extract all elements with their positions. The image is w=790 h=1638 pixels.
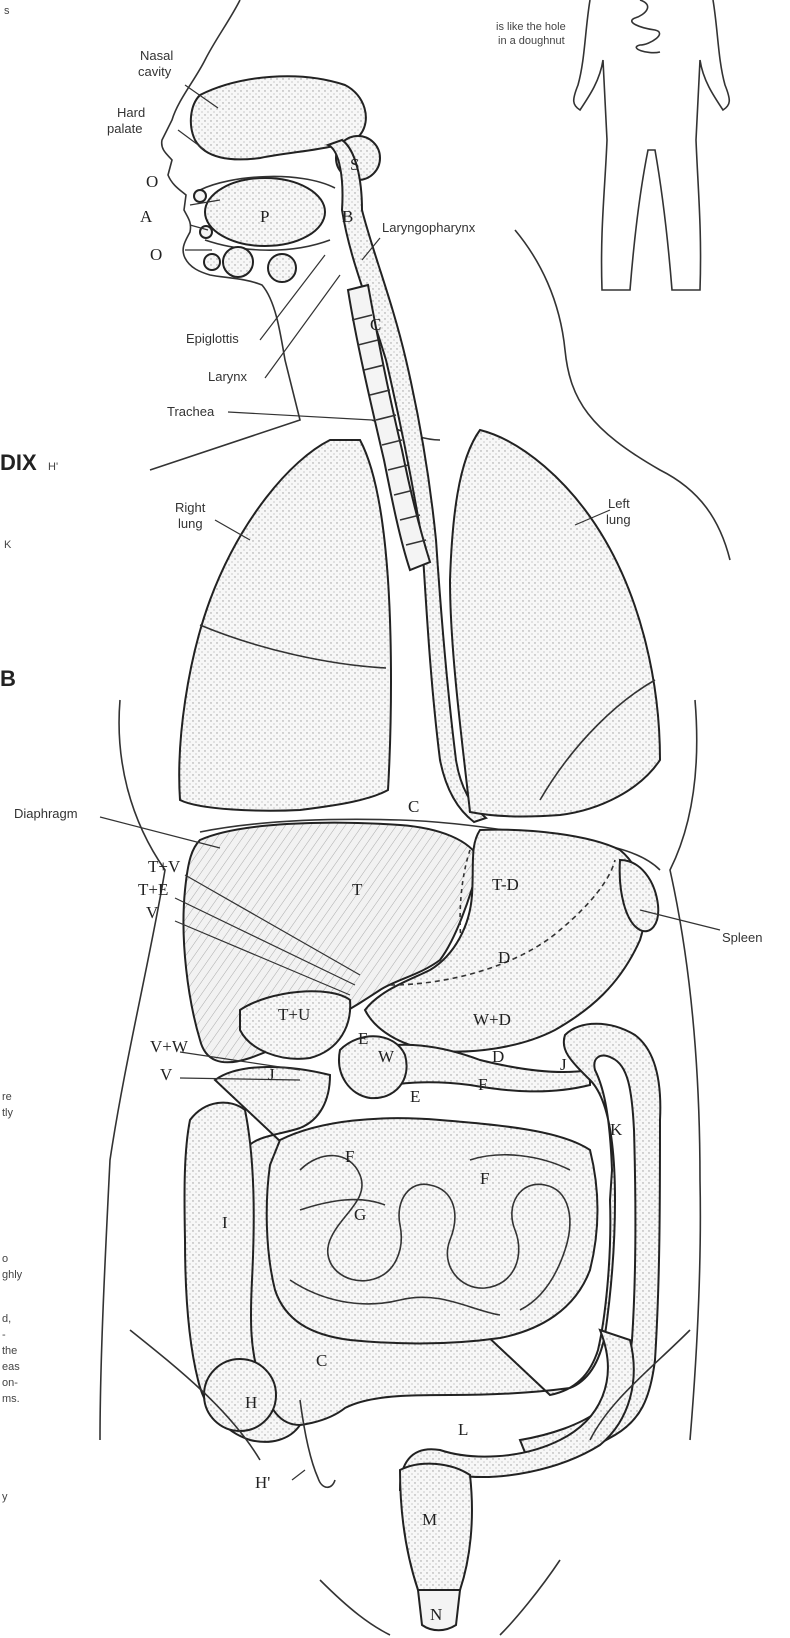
label-left-lung-1: Left <box>608 496 630 511</box>
fragment-h-prime: H' <box>48 461 58 473</box>
letter-p: P <box>260 207 269 226</box>
letter-d-lower: D <box>492 1047 504 1066</box>
label-laryngopharynx: Laryngopharynx <box>382 220 476 235</box>
letter-v-left: V <box>160 1065 173 1084</box>
letter-f-top: F <box>478 1075 487 1094</box>
label-epiglottis: Epiglottis <box>186 331 239 346</box>
label-hard-palate-1: Hard <box>117 105 145 120</box>
fragment-y: y <box>2 1491 8 1503</box>
label-spleen: Spleen <box>722 930 762 945</box>
fragment-ms: ms. <box>2 1393 20 1405</box>
letter-g: G <box>354 1205 366 1224</box>
small-intestine-shape <box>267 1118 598 1343</box>
letter-c-esophagus: C <box>370 315 381 334</box>
fragment-ghly: ghly <box>2 1269 23 1281</box>
fragment-re: re <box>2 1091 12 1103</box>
letter-k: K <box>610 1120 623 1139</box>
body-silhouette <box>574 0 730 290</box>
letter-t-e: T+E <box>138 880 168 899</box>
caption-line-1: is like the hole <box>496 21 566 33</box>
left-lung-shape <box>450 430 660 816</box>
letter-w: W <box>378 1047 395 1066</box>
fragment-the: the <box>2 1345 17 1357</box>
letter-f-left: F <box>345 1147 354 1166</box>
letter-i: I <box>222 1213 228 1232</box>
letter-h-prime: H' <box>255 1473 270 1492</box>
gallbladder-shape <box>240 991 350 1058</box>
letter-o-bottom: O <box>150 245 162 264</box>
letter-w-d: W+D <box>473 1010 511 1029</box>
cecum-shape <box>204 1359 276 1431</box>
fragment-d: d, <box>2 1313 11 1325</box>
letter-e-center: E <box>358 1029 368 1048</box>
letter-h: H <box>245 1393 257 1412</box>
label-trachea: Trachea <box>167 404 215 419</box>
letter-a: A <box>140 207 153 226</box>
letter-m: M <box>422 1510 437 1529</box>
fragment-s: s <box>4 5 10 17</box>
letter-n: N <box>430 1605 442 1624</box>
duodenum-shape <box>339 1036 407 1098</box>
label-nasal-cavity-1: Nasal <box>140 48 173 63</box>
label-hard-palate-2: palate <box>107 121 142 136</box>
letter-l: L <box>458 1420 468 1439</box>
letter-t: T <box>352 880 363 899</box>
label-right-lung-1: Right <box>175 500 206 515</box>
letter-j-right: J <box>560 1055 567 1074</box>
margin-fragments: s DIX H' K B re tly o ghly d, - the eas … <box>0 5 58 1503</box>
label-left-lung-2: lung <box>606 512 631 527</box>
letter-v-w: V+W <box>150 1037 189 1056</box>
letter-f-right: F <box>480 1169 489 1188</box>
fragment-k: K <box>4 539 12 551</box>
letter-c-diaphragm: C <box>408 797 419 816</box>
label-nasal-cavity-2: cavity <box>138 64 172 79</box>
letter-d-stomach: D <box>498 948 510 967</box>
letter-t-u: T+U <box>278 1005 310 1024</box>
fragment-o: o <box>2 1253 8 1265</box>
organ-labels: Nasal cavity Hard palate Laryngopharynx … <box>14 48 762 945</box>
fragment-tly: tly <box>2 1107 14 1119</box>
letter-b: B <box>342 207 353 226</box>
letter-v-liver: V <box>146 903 159 922</box>
label-diaphragm: Diaphragm <box>14 806 78 821</box>
letter-e-lower: E <box>410 1087 420 1106</box>
label-right-lung-2: lung <box>178 516 203 531</box>
letter-c-colon: C <box>316 1351 327 1370</box>
fragment-dash: - <box>2 1329 6 1341</box>
letter-j-left: J <box>268 1065 275 1084</box>
label-larynx: Larynx <box>208 369 248 384</box>
right-lung-shape <box>179 440 391 811</box>
fragment-dix: DIX <box>0 450 37 475</box>
letter-o-top: O <box>146 172 158 191</box>
caption-line-2: in a doughnut <box>498 35 565 47</box>
fragment-b: B <box>0 666 16 691</box>
letter-s: S <box>350 155 359 174</box>
fragment-on: on- <box>2 1377 18 1389</box>
letter-t-v: T+V <box>148 857 181 876</box>
fragment-eas: eas <box>2 1361 20 1373</box>
letter-t-d: T-D <box>492 875 519 894</box>
